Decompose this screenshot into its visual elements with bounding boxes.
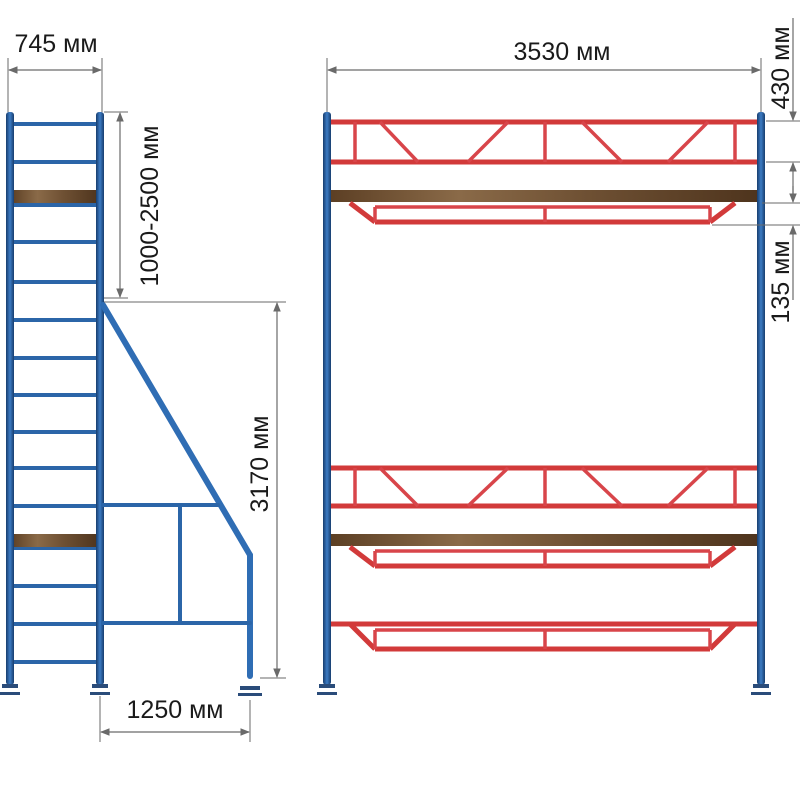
dim-ladder-step: 1000-2500 мм <box>104 111 164 299</box>
deck-plank-upper <box>330 190 760 202</box>
dim-ladder-step-label: 1000-2500 мм <box>136 126 164 287</box>
dim-side-height-label: 3170 мм <box>246 416 274 513</box>
front-foot-left-base <box>317 692 337 695</box>
outrigger-foot <box>240 686 260 690</box>
dim-deck-offset: 135 мм <box>712 186 800 324</box>
ladder-post-left <box>6 112 14 685</box>
ladder-side-view <box>0 112 110 695</box>
front-view <box>317 112 771 695</box>
dim-total-length-label: 3530 мм <box>514 38 611 66</box>
front-foot-right <box>753 684 769 688</box>
ladder-plank-upper <box>11 190 99 203</box>
truss-upper <box>328 119 762 165</box>
dim-ladder-width: 745 мм <box>7 30 103 112</box>
dim-deck-offset-label: 135 мм <box>767 240 795 323</box>
ladder-rungs <box>8 122 102 664</box>
outrigger-foot-base <box>238 693 262 696</box>
dim-truss-height-label: 430 мм <box>767 26 795 109</box>
front-post-left <box>323 112 331 685</box>
dim-outrigger-depth: 1250 мм <box>99 696 251 742</box>
ladder-foot-left <box>2 684 18 688</box>
ladder-foot-right <box>92 684 108 688</box>
dim-outrigger-depth-label: 1250 мм <box>127 696 224 724</box>
front-foot-left <box>319 684 335 688</box>
front-post-right <box>757 112 765 685</box>
outrigger <box>100 302 262 696</box>
dim-ladder-width-label: 745 мм <box>14 30 97 58</box>
ladder-foot-right-base <box>90 692 110 695</box>
dim-truss-height: 430 мм <box>766 18 800 200</box>
truss-bottom <box>330 621 760 652</box>
front-foot-right-base <box>751 692 771 695</box>
ladder-foot-left-base <box>0 692 20 695</box>
truss-middle-under <box>348 545 737 569</box>
truss-middle <box>328 465 762 509</box>
truss-upper-under <box>348 201 737 225</box>
dim-side-height: 3170 мм <box>104 301 286 679</box>
dim-total-length: 3530 мм <box>326 38 762 112</box>
ladder-plank-lower <box>11 534 99 547</box>
deck-plank-middle <box>330 534 760 546</box>
ladder-post-right <box>96 112 104 685</box>
